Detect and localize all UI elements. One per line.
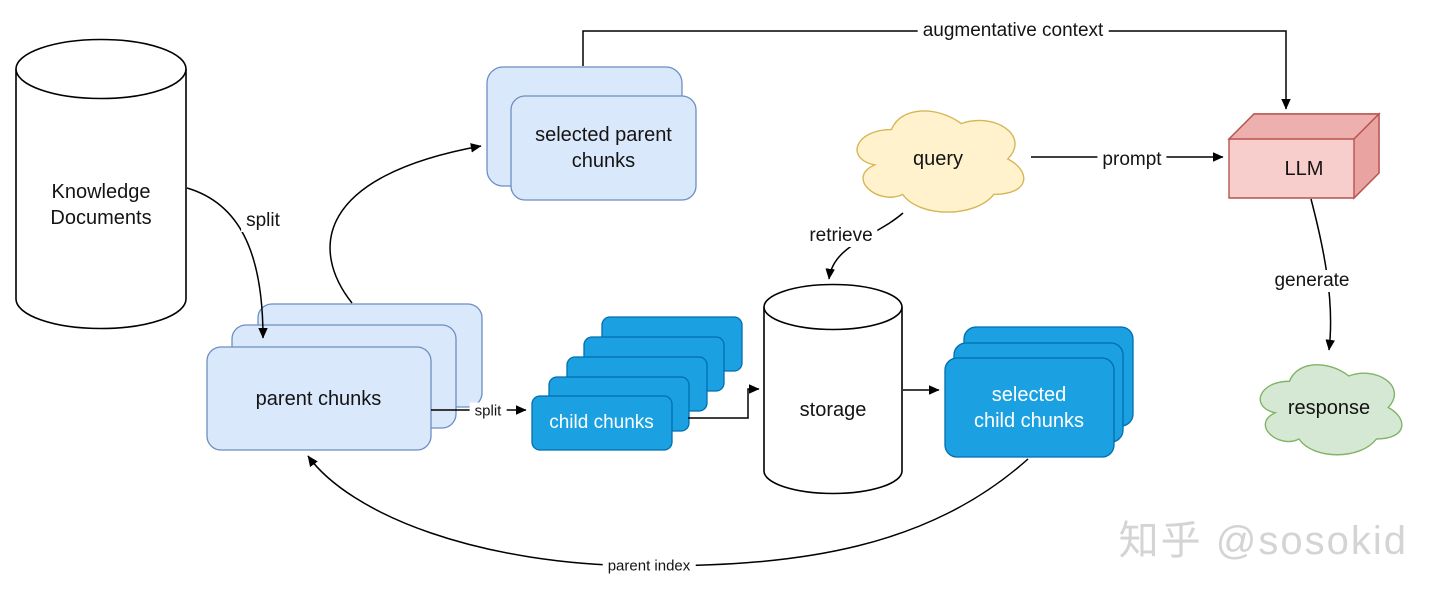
knowledge-documents-cylinder-icon [15, 38, 187, 330]
stack-layer [531, 395, 673, 451]
query-cloud-icon [845, 100, 1031, 218]
edge-label-prompt: prompt [1097, 149, 1167, 171]
node-response: response [1250, 355, 1408, 460]
node-selected-child-chunks: selected child chunks [944, 326, 1134, 458]
child-chunks-stack-icon [531, 316, 743, 451]
stack-layer [510, 95, 697, 201]
edge-label-split-documents: split [241, 210, 285, 232]
parent-chunks-stack-icon [206, 303, 483, 451]
edge-label-split-parent: split [469, 402, 507, 420]
node-knowledge-documents: Knowledge Documents [15, 38, 187, 330]
edge-label-augmentative-context: augmentative context [917, 20, 1109, 42]
selected-child-chunks-stack-icon [944, 326, 1134, 458]
edge-parent-index [307, 455, 1029, 567]
node-child-chunks: child chunks [531, 316, 743, 451]
storage-cylinder-icon [763, 283, 903, 495]
edge-label-retrieve: retrieve [804, 225, 878, 247]
edge-parent-to-selected-parent [329, 143, 482, 304]
node-llm: LLM [1227, 112, 1381, 200]
node-storage: storage [763, 283, 903, 495]
edge-label-parent-index: parent index [602, 557, 696, 575]
edge-label-generate: generate [1269, 270, 1355, 292]
node-selected-parent-chunks: selected parent chunks [486, 66, 697, 201]
stack-layer [206, 346, 432, 451]
node-query: query [845, 100, 1031, 218]
watermark: 知乎 @sosokid [1118, 519, 1408, 563]
llm-cube-icon [1227, 112, 1381, 200]
node-parent-chunks: parent chunks [206, 303, 483, 451]
stack-layer [944, 357, 1115, 458]
selected-parent-chunks-stack-icon [486, 66, 697, 201]
response-cloud-icon [1250, 355, 1408, 460]
